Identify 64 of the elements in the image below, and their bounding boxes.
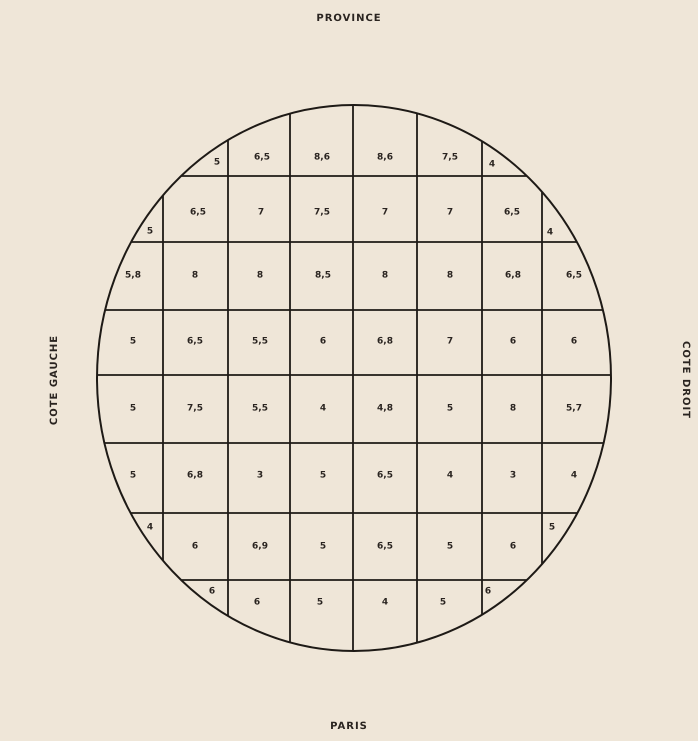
grid-value: 8,6 <box>314 154 330 162</box>
grid-value: 8 <box>382 272 388 280</box>
grid-value: 5,5 <box>252 404 268 414</box>
grid-value: 7 <box>382 208 388 218</box>
grid-value: 7 <box>258 208 264 218</box>
grid-value: 7 <box>446 338 454 346</box>
grid-value: 4 <box>546 228 554 238</box>
grid-value: 5 <box>320 472 326 480</box>
grid-value: 8 <box>256 272 264 280</box>
grid-value: 6 <box>570 338 578 346</box>
grid-value: 5,5 <box>252 338 268 346</box>
grid-value: 6,5 <box>190 208 206 218</box>
grid-value: 5 <box>214 158 220 168</box>
grid-value: 6,5 <box>254 154 270 162</box>
grid-value: 7,5 <box>442 154 458 162</box>
grid-value: 8 <box>510 404 516 414</box>
grid-value: 5 <box>440 598 446 608</box>
grid-value: 6,5 <box>187 338 203 346</box>
grid-value: 6 <box>192 542 198 552</box>
grid-value: 4,8 <box>377 404 393 414</box>
side-heading: PROVINCE <box>316 14 382 24</box>
grid-value: 5,8 <box>125 272 141 280</box>
grid-value: 6,8 <box>377 338 393 346</box>
grid-value: 6,5 <box>377 542 393 552</box>
grid-value: 6 <box>208 588 216 596</box>
grid-value: 6,8 <box>187 472 203 480</box>
grid-value: 8,5 <box>315 272 331 280</box>
grid-value: 3 <box>256 472 264 480</box>
grid-value: 7,5 <box>187 404 203 414</box>
grid-value: 5 <box>548 524 556 532</box>
grid-value: 6 <box>484 588 492 596</box>
grid-value: 8,6 <box>377 154 393 162</box>
grid-value: 4 <box>488 160 496 170</box>
grid-value: 6 <box>510 542 516 552</box>
grid-value: 4 <box>446 472 454 480</box>
side-heading: COTE GAUCHE <box>50 334 60 426</box>
grid-value: 6,5 <box>566 272 582 280</box>
grid-value: 4 <box>570 472 578 480</box>
grid-value: 8 <box>446 272 454 280</box>
grid-value: 5 <box>130 338 136 346</box>
grid-value: 5 <box>446 404 454 414</box>
grid-value: 5 <box>316 598 324 608</box>
grid-value: 7 <box>446 208 454 218</box>
grid-value: 6 <box>254 598 260 608</box>
grid-value: 7,5 <box>314 208 330 218</box>
grid-value: 6,5 <box>504 208 520 218</box>
grid-value: 5 <box>130 472 136 480</box>
grid-value: 6 <box>320 338 326 346</box>
grid-value: 4 <box>146 524 154 532</box>
side-heading: PARIS <box>330 722 368 732</box>
side-heading: COTE DROIT <box>680 340 690 420</box>
grid-value: 6 <box>510 338 516 346</box>
grid-value: 5 <box>320 542 326 552</box>
grid-value: 5 <box>446 542 454 552</box>
grid-value: 4 <box>320 404 326 414</box>
grid-value: 3 <box>510 472 516 480</box>
grid-value: 6,9 <box>252 542 268 552</box>
grid-value: 4 <box>382 598 388 608</box>
grid-value: 6,8 <box>505 272 521 280</box>
grid-value: 6,5 <box>377 472 393 480</box>
grid-value: 5,7 <box>566 404 582 414</box>
grid-value: 5 <box>146 228 154 236</box>
grid-value: 8 <box>192 272 198 280</box>
grid-value: 5 <box>130 404 136 414</box>
